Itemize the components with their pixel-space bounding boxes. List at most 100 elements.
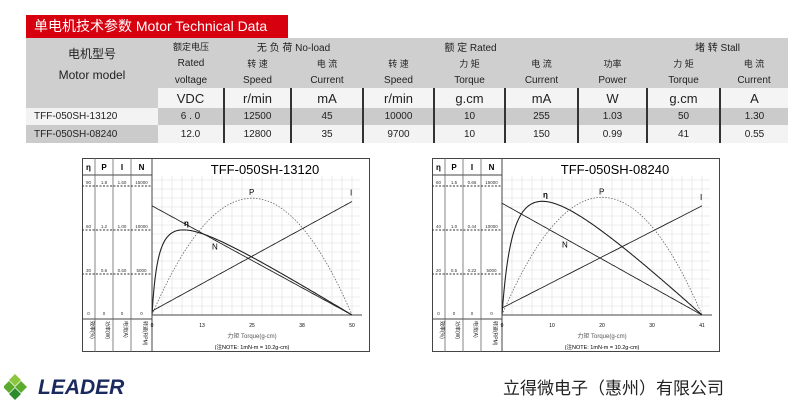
value-cell: 255: [504, 108, 578, 125]
axis-tick-label: 0: [437, 311, 440, 316]
axis-tick-label: 0.5: [451, 268, 458, 273]
x-tick-label: 10: [549, 323, 555, 329]
col-header-en: Speed: [224, 72, 291, 88]
x-tick-label: 13: [199, 323, 205, 329]
unit-cell: mA: [504, 88, 578, 108]
power-label: P: [249, 188, 254, 197]
efficiency-curve: [151, 229, 353, 316]
table-row: TFF-050SH-13120 6 . 0 12500 45 10000 10 …: [26, 108, 788, 125]
axis-header-3: N: [489, 163, 495, 172]
axis-tick-label: 1.8: [101, 180, 108, 185]
x-tick-label: 38: [299, 323, 305, 329]
speed-line: [151, 205, 353, 316]
value-cell: 1.03: [577, 108, 647, 125]
unit-cell: g.cm: [433, 88, 505, 108]
axis-header-3: N: [139, 163, 145, 172]
axis-label: 电流(A): [472, 321, 479, 338]
col-header-en: Power: [578, 72, 647, 88]
col-header-cn: 转 速: [363, 55, 434, 72]
unit-cell: r/min: [223, 88, 291, 108]
col-header-cn: 力 矩: [434, 55, 505, 72]
col-header-cn: 转 速: [224, 55, 291, 72]
unit-cell: g.cm: [646, 88, 720, 108]
model-cell: TFF-050SH-08240: [26, 125, 158, 143]
axis-label: 电流(A): [122, 321, 129, 338]
value-cell: 12500: [223, 108, 291, 125]
axis-tick-label: 0: [121, 311, 124, 316]
axis-label: 功率(W): [104, 321, 111, 339]
motor-spec-table: 电机型号 Motor model 额定电压 无 负 荷 No-load 额 定 …: [26, 38, 788, 143]
axis-tick-label: 40: [436, 224, 442, 229]
axis-tick-label: 5000: [486, 268, 497, 273]
value-cell: 10000: [362, 108, 434, 125]
axis-tick-label: 0: [471, 311, 474, 316]
x-tick-label: 0: [151, 323, 154, 329]
x-axis-label: 力矩 Torque(g-cm): [227, 332, 276, 340]
rated-group-header: 额 定 Rated: [363, 38, 578, 55]
axis-tick-label: 0: [103, 311, 106, 316]
current-label: I: [700, 193, 702, 202]
axis-header-1: P: [101, 163, 107, 172]
value-cell: 9700: [362, 125, 434, 143]
speed-label: N: [212, 242, 218, 251]
unit-cell: mA: [290, 88, 363, 108]
current-line: [151, 201, 353, 312]
axis-tick-label: 0: [453, 311, 456, 316]
power-curve: [501, 196, 703, 316]
conversion-note: (注NOTE: 1mN-m = 10.2g-cm): [565, 343, 640, 351]
axis-label: 转速(RPM): [142, 321, 149, 346]
axis-tick-label: 1.0: [451, 224, 458, 229]
x-tick-label: 41: [699, 323, 705, 329]
x-tick-label: 20: [599, 323, 605, 329]
axis-label: 转速(RPM): [492, 321, 499, 346]
axis-header-2: I: [121, 163, 123, 172]
value-cell: 50: [646, 108, 720, 125]
value-cell: 0.55: [719, 125, 788, 143]
axis-tick-label: 5000: [136, 268, 147, 273]
axis-tick-label: 15000: [485, 180, 498, 185]
unit-cell: W: [577, 88, 647, 108]
axis-tick-label: 1.50: [118, 180, 127, 185]
col-header-en: Current: [720, 72, 788, 88]
axis-tick-label: 0.22: [468, 268, 477, 273]
col-header-cn: 功率: [578, 55, 647, 72]
voltage-header-en: Rated: [158, 55, 224, 72]
table-row: TFF-050SH-08240 12.0 12800 35 9700 10 15…: [26, 125, 788, 143]
axis-header-0: η: [436, 163, 441, 172]
value-cell: 10: [433, 108, 505, 125]
power-curve: [151, 197, 353, 316]
value-cell: 6 . 0: [158, 108, 224, 125]
model-header-cn: 电机型号: [67, 46, 116, 61]
x-axis-label: 力矩 Torque(g-cm): [577, 332, 626, 340]
value-cell: 1.30: [719, 108, 788, 125]
col-header-en: Current: [505, 72, 578, 88]
current-line: [501, 205, 703, 309]
axis-tick-label: 60: [436, 180, 442, 185]
unit-cell: r/min: [362, 88, 434, 108]
axis-tick-label: 0: [140, 311, 143, 316]
x-tick-label: 0: [501, 323, 504, 329]
value-cell: 12800: [223, 125, 291, 143]
col-header-cn: 力 矩: [647, 55, 720, 72]
axis-tick-label: 0: [87, 311, 90, 316]
leader-logo-icon: [4, 374, 27, 400]
axis-tick-label: 1.5: [451, 180, 458, 185]
value-cell: 35: [290, 125, 363, 143]
efficiency-label: η: [184, 219, 189, 228]
axis-tick-label: 15000: [135, 180, 148, 185]
current-label: I: [350, 188, 352, 197]
value-cell: 41: [646, 125, 720, 143]
value-cell: 10: [433, 125, 505, 143]
axis-header-2: I: [471, 163, 473, 172]
value-cell: 45: [290, 108, 363, 125]
x-tick-label: 25: [249, 323, 255, 329]
axis-tick-label: 0.66: [468, 180, 477, 185]
axis-header-0: η: [86, 163, 91, 172]
x-tick-label: 30: [649, 323, 655, 329]
col-header-cn: 电 流: [505, 55, 578, 72]
value-cell: 150: [504, 125, 578, 143]
power-label: P: [599, 187, 604, 196]
value-cell: 12.0: [158, 125, 224, 143]
unit-cell: VDC: [158, 88, 224, 108]
